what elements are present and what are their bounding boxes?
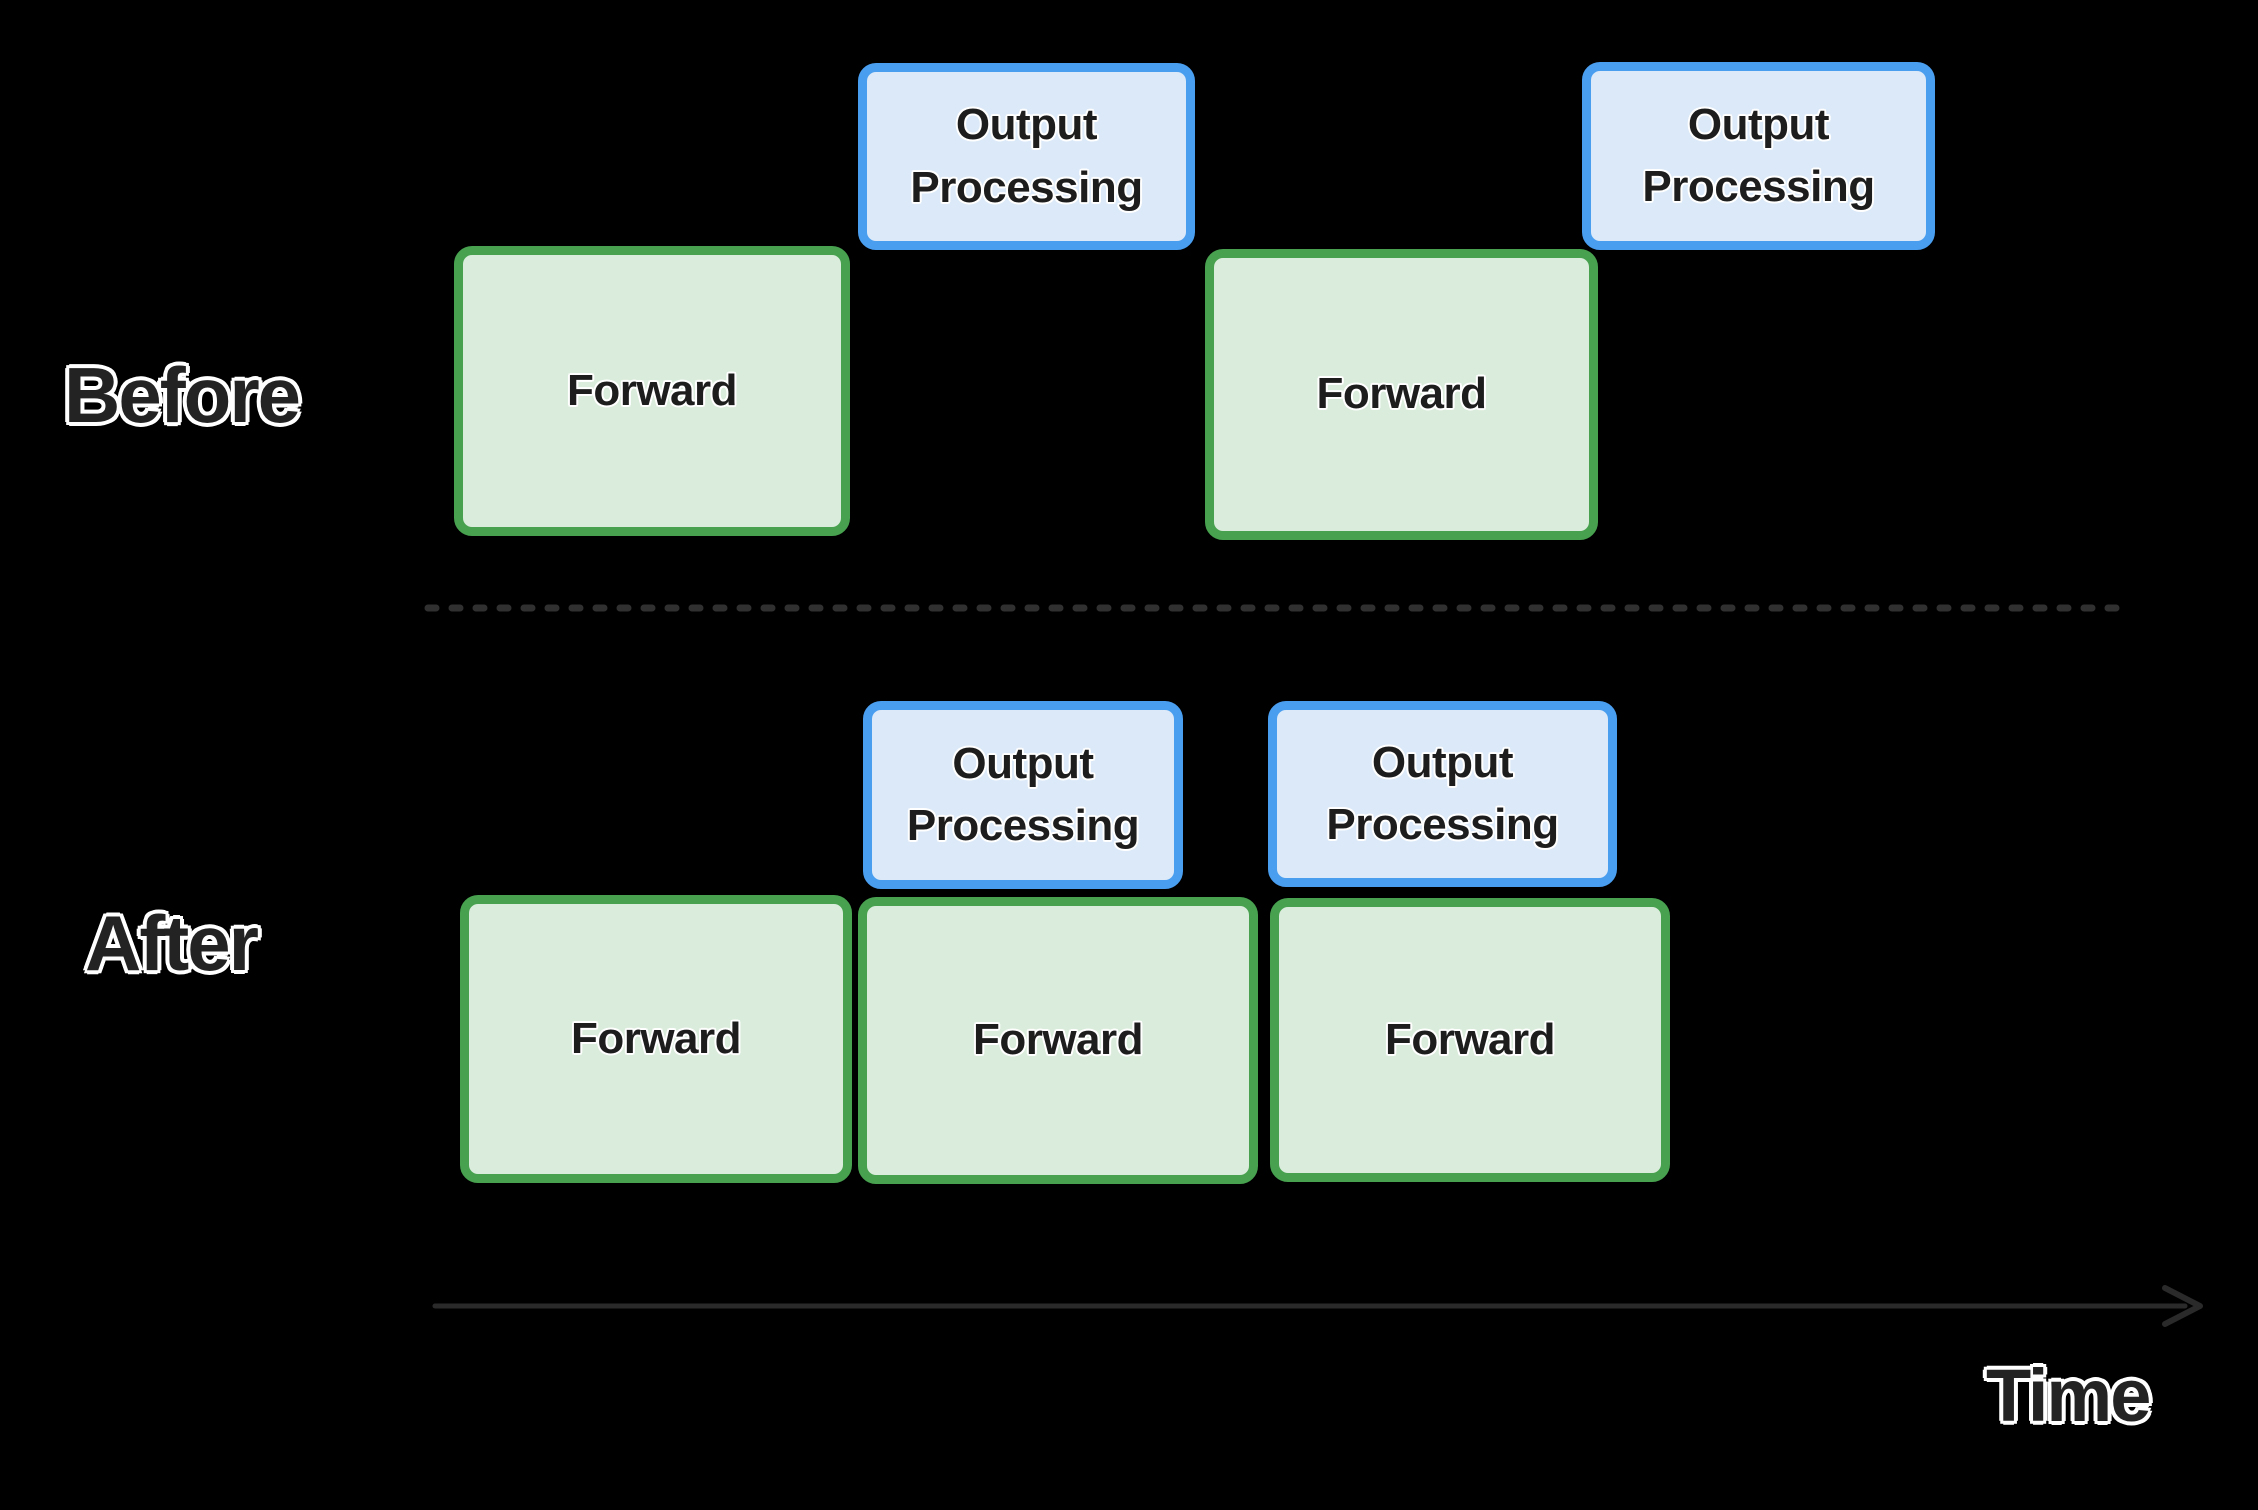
after-forward-2-box: Forward [858,897,1258,1184]
before-output-processing-2-label: Output Processing [1642,99,1875,211]
before-output-processing-1-box: Output Processing [858,63,1195,250]
arrowhead-icon [2162,1285,2203,1327]
after-forward-1-box: Forward [460,895,852,1183]
before-output-processing-2-box: Output Processing [1582,62,1935,250]
before-forward-1-box: Forward [454,246,850,536]
before-forward-2-box: Forward [1205,249,1598,540]
before-forward-2-label: Forward [1316,369,1487,419]
after-forward-3-label: Forward [1384,1014,1556,1064]
time-axis-label: Time [1986,1354,2151,1437]
after-forward-1-label: Forward [570,1013,742,1063]
after-forward-2-label: Forward [972,1015,1144,1065]
row-divider-dashed-line [424,604,2122,612]
after-row-label: After [85,899,259,987]
after-output-processing-1-box: Output Processing [863,701,1183,889]
before-forward-1-label: Forward [566,365,738,415]
after-output-processing-2-label: Output Processing [1326,737,1559,849]
after-forward-3-box: Forward [1270,898,1670,1182]
before-row-label: Before [64,351,301,439]
time-axis-arrow [432,1285,2203,1327]
after-output-processing-1-label: Output Processing [906,738,1140,850]
after-output-processing-2-box: Output Processing [1268,701,1617,887]
before-output-processing-1-label: Output Processing [910,100,1143,212]
